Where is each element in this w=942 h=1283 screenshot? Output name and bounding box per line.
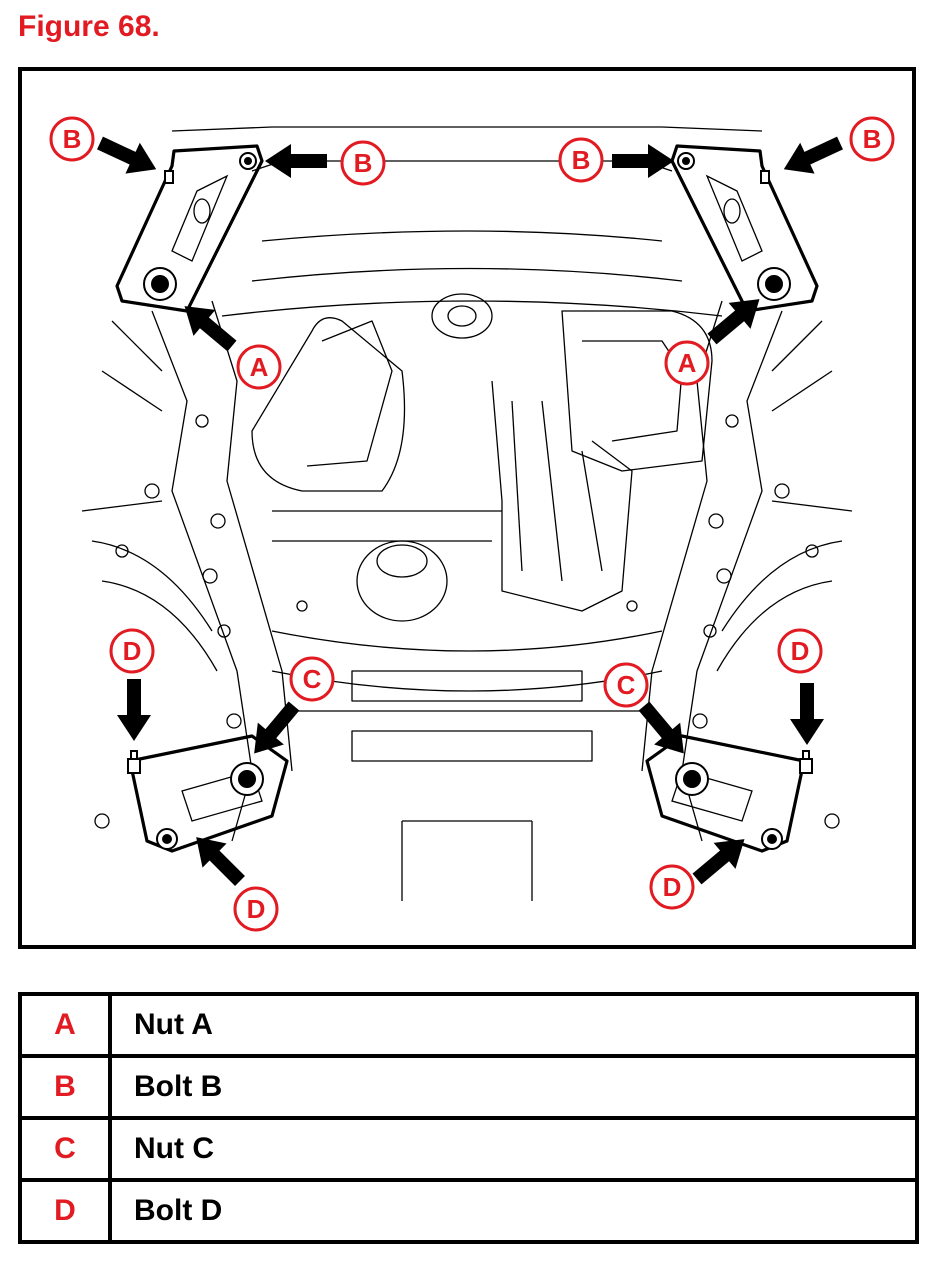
nut-a-right [757,267,791,301]
mount-brackets [115,144,819,853]
bolt-b-left-inner [239,152,257,170]
callout-b: B [849,116,895,162]
arrow-b1 [92,127,164,185]
left-front-bracket [128,734,289,853]
bolt-d-left-upper [127,750,141,774]
svg-text:B: B [63,124,82,154]
figure-title: Figure 68. [18,10,160,43]
callout-d: D [777,628,823,674]
subframe-outline [81,126,853,901]
svg-text:B: B [572,145,591,175]
legend-key: B [18,1054,112,1120]
svg-text:D: D [123,636,142,666]
callout-a: A [664,340,710,386]
right-front-bracket [645,734,806,853]
bolt-d-right-upper [799,750,813,774]
callout-b: B [558,137,604,183]
legend-table: A Nut A B Bolt B C Nut C D Bolt D [18,992,919,1244]
svg-text:C: C [303,664,322,694]
legend-description: Bolt D [108,1178,919,1244]
legend-row: B Bolt B [18,1054,919,1120]
callout-d: D [109,628,155,674]
bolt-b-right-inner [677,152,695,170]
svg-text:B: B [354,148,373,178]
legend-description: Nut C [108,1116,919,1182]
bolt-d-right-lower [761,828,783,850]
callout-c: C [603,662,649,708]
callout-b: B [340,140,386,186]
bolt-b-right-outer [760,170,770,184]
bolt-b-left-outer [164,170,174,184]
subframe-line-drawing: B B B B A A D C C D D D [49,116,895,932]
nut-a-left [143,267,177,301]
callouts: B B B B A A D C C D D D [49,116,895,932]
arrow-d2 [790,683,824,745]
legend-description: Bolt B [108,1054,919,1120]
nut-c-right [675,762,709,796]
arrow-b4 [776,127,848,185]
legend-row: D Bolt D [18,1178,919,1244]
svg-text:D: D [663,872,682,902]
legend-key: C [18,1116,112,1182]
arrow-b2 [265,144,327,178]
svg-text:A: A [678,348,697,378]
svg-text:C: C [617,670,636,700]
svg-text:B: B [863,124,882,154]
callout-a: A [236,344,282,390]
svg-text:A: A [250,352,269,382]
arrow-c2 [630,695,697,765]
bracket-details [171,174,763,822]
callout-c: C [289,656,335,702]
legend-description: Nut A [108,992,919,1058]
arrow-b3 [612,144,674,178]
callout-d: D [233,886,279,932]
nut-c-left [230,762,264,796]
svg-text:D: D [791,636,810,666]
legend-row: A Nut A [18,992,919,1058]
arrow-a2 [701,286,771,353]
legend-row: C Nut C [18,1116,919,1182]
callout-b: B [49,116,95,162]
arrow-d1 [117,679,151,741]
arrow-c1 [241,695,308,765]
legend-key: A [18,992,112,1058]
fasteners [127,152,813,850]
legend-key: D [18,1178,112,1244]
bolt-d-left-lower [156,828,178,850]
arrow-a1 [173,293,243,360]
callout-d: D [649,864,695,910]
subframe-diagram: B B B B A A D C C D D D [18,67,916,949]
svg-text:D: D [247,894,266,924]
